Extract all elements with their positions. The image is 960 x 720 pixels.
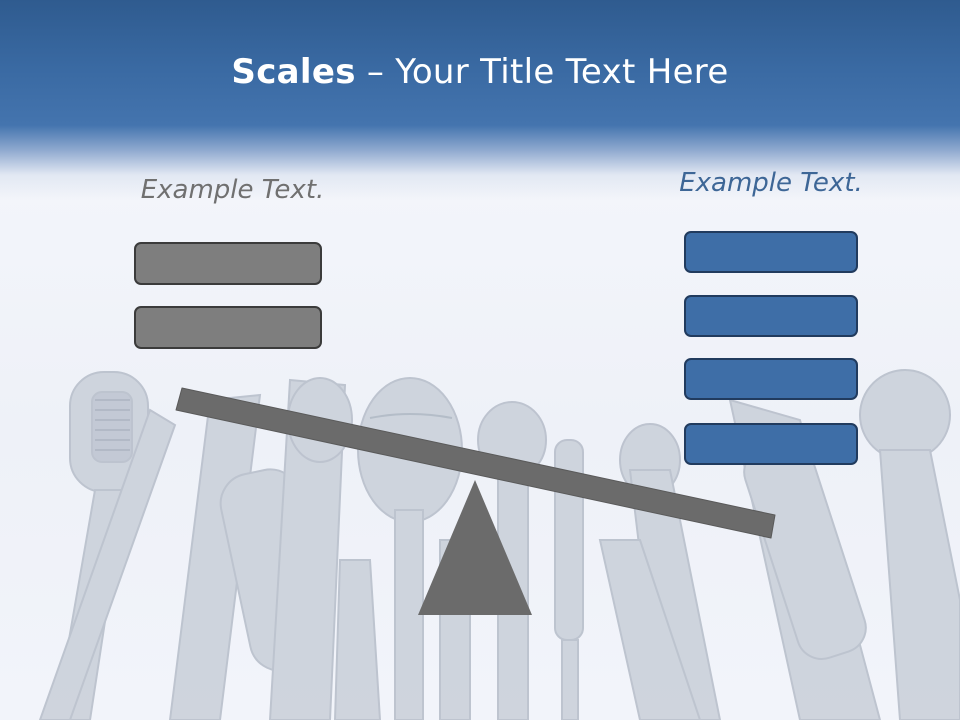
right-box-3 <box>684 358 858 400</box>
left-label: Example Text. <box>140 175 325 205</box>
scale-beam <box>175 387 776 539</box>
right-label: Example Text. <box>679 168 863 198</box>
scale-fulcrum <box>418 480 532 615</box>
right-box-4 <box>684 423 858 465</box>
left-box-1 <box>134 242 322 285</box>
title-bold: Scales <box>231 52 356 92</box>
title-rest: – Your Title Text Here <box>355 52 729 92</box>
page-title: Scales – Your Title Text Here <box>0 52 960 92</box>
header-band <box>0 0 960 200</box>
right-box-2 <box>684 295 858 337</box>
left-box-2 <box>134 306 322 349</box>
right-box-1 <box>684 231 858 273</box>
